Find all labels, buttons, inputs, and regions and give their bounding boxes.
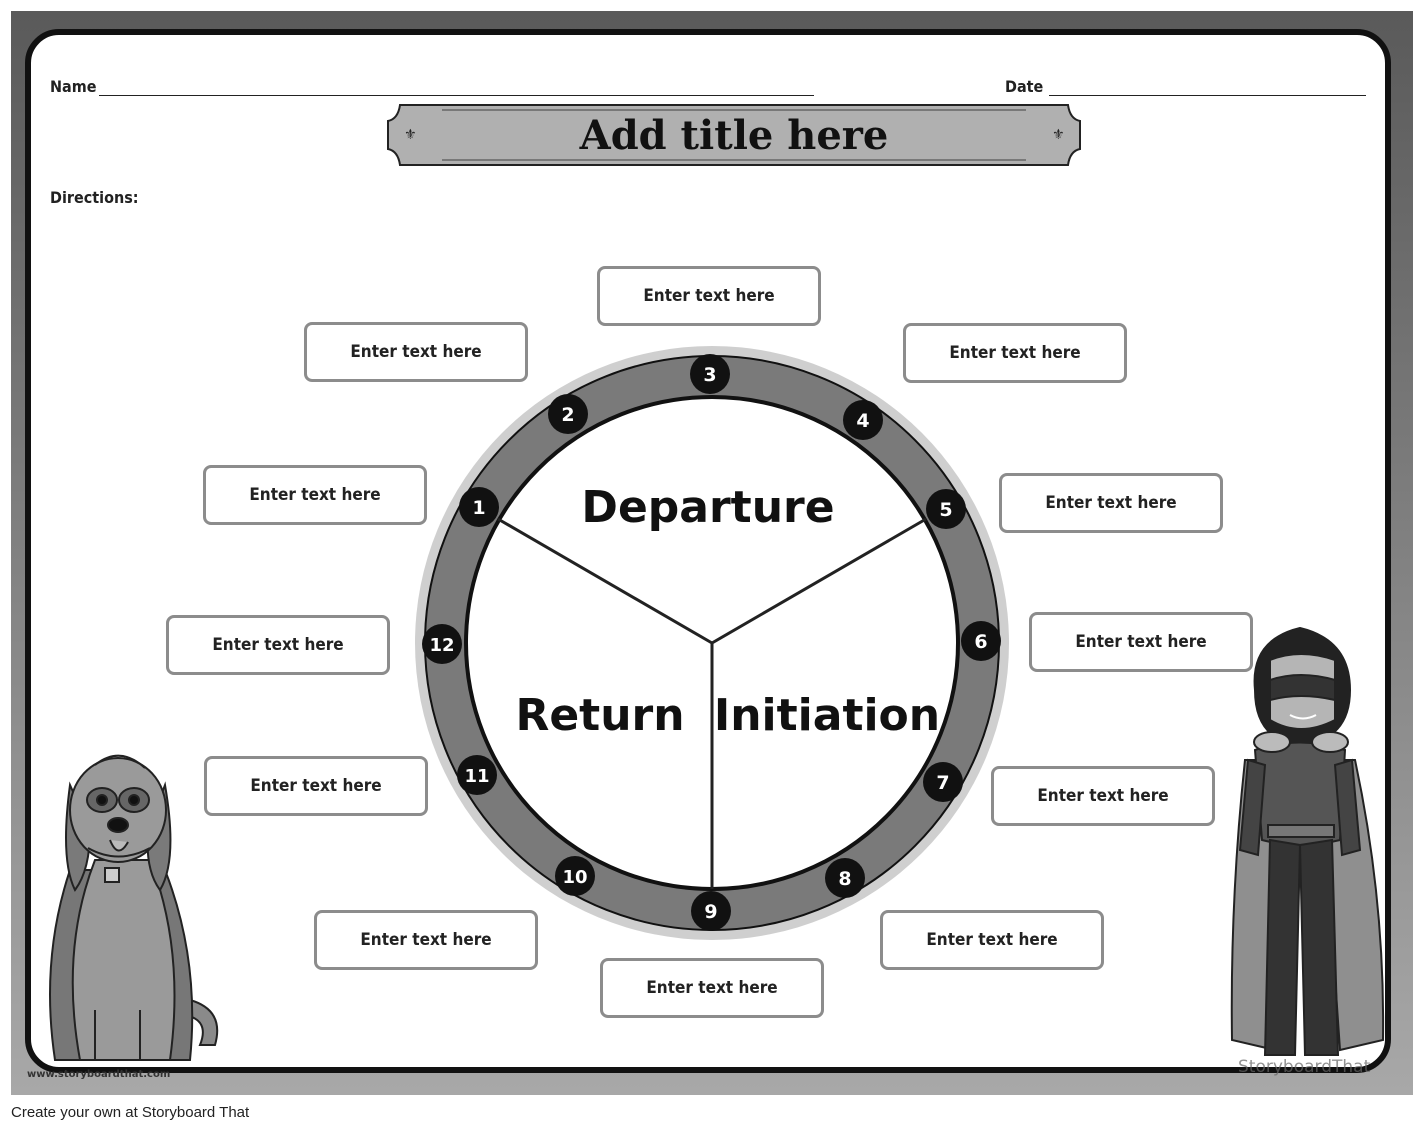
text-box-step-5[interactable]: Enter text here <box>999 473 1223 533</box>
step-marker-5: 5 <box>926 489 966 529</box>
svg-text:6: 6 <box>974 631 987 653</box>
title-banner: ⚜ ⚜ <box>387 104 1081 166</box>
step-markers: 1 2 3 4 5 6 7 8 9 10 11 12 <box>422 354 1001 931</box>
step-marker-10: 10 <box>555 856 595 896</box>
step-marker-7: 7 <box>923 762 963 802</box>
svg-text:2: 2 <box>561 404 574 426</box>
section-initiation: Initiation <box>714 690 940 741</box>
name-label: Name <box>50 77 97 96</box>
svg-text:9: 9 <box>704 901 717 923</box>
text-box-step-3[interactable]: Enter text here <box>597 266 821 326</box>
svg-text:12: 12 <box>429 635 454 656</box>
text-box-step-4[interactable]: Enter text here <box>903 323 1127 383</box>
step-marker-11: 11 <box>457 755 497 795</box>
directions-label: Directions: <box>50 188 139 207</box>
svg-text:4: 4 <box>856 410 869 432</box>
step-marker-2: 2 <box>548 394 588 434</box>
dog-illustration <box>49 754 219 1061</box>
section-return: Return <box>515 690 684 741</box>
divider-right <box>711 517 927 645</box>
hero-journey-wheel: Departure Return Initiation 1 2 3 4 5 6 … <box>49 346 1385 1061</box>
step-marker-9: 9 <box>691 891 731 931</box>
svg-text:⚜: ⚜ <box>1052 127 1065 143</box>
worksheet-title[interactable]: Add title here <box>579 111 889 159</box>
superhero-illustration <box>1230 626 1385 1056</box>
divider-left <box>497 517 713 645</box>
storyboardthat-logo: StoryboardThat <box>1238 1057 1371 1077</box>
text-box-step-1[interactable]: Enter text here <box>203 465 427 525</box>
text-box-step-2[interactable]: Enter text here <box>304 322 528 382</box>
text-box-step-8[interactable]: Enter text here <box>880 910 1104 970</box>
svg-text:1: 1 <box>472 497 485 519</box>
svg-text:10: 10 <box>562 867 587 888</box>
svg-text:8: 8 <box>838 868 851 890</box>
text-box-step-6[interactable]: Enter text here <box>1029 612 1253 672</box>
text-box-step-9[interactable]: Enter text here <box>600 958 824 1018</box>
step-marker-3: 3 <box>690 354 730 394</box>
name-line[interactable] <box>99 95 814 96</box>
svg-text:5: 5 <box>939 499 952 521</box>
svg-text:⚜: ⚜ <box>404 127 417 143</box>
text-box-step-10[interactable]: Enter text here <box>314 910 538 970</box>
svg-text:11: 11 <box>464 766 489 787</box>
footer-credit[interactable]: Create your own at Storyboard That <box>11 1104 250 1121</box>
section-departure: Departure <box>581 482 834 533</box>
step-marker-12: 12 <box>422 624 462 664</box>
svg-text:3: 3 <box>703 364 716 386</box>
step-marker-6: 6 <box>961 621 1001 661</box>
step-marker-4: 4 <box>843 400 883 440</box>
date-label: Date <box>1005 77 1044 96</box>
text-box-step-11[interactable]: Enter text here <box>204 756 428 816</box>
step-marker-1: 1 <box>459 487 499 527</box>
date-line[interactable] <box>1049 95 1366 96</box>
text-box-step-12[interactable]: Enter text here <box>166 615 390 675</box>
watermark-url: www.storyboardthat.com <box>27 1069 171 1080</box>
step-marker-8: 8 <box>825 858 865 898</box>
text-box-step-7[interactable]: Enter text here <box>991 766 1215 826</box>
svg-text:7: 7 <box>936 772 949 794</box>
